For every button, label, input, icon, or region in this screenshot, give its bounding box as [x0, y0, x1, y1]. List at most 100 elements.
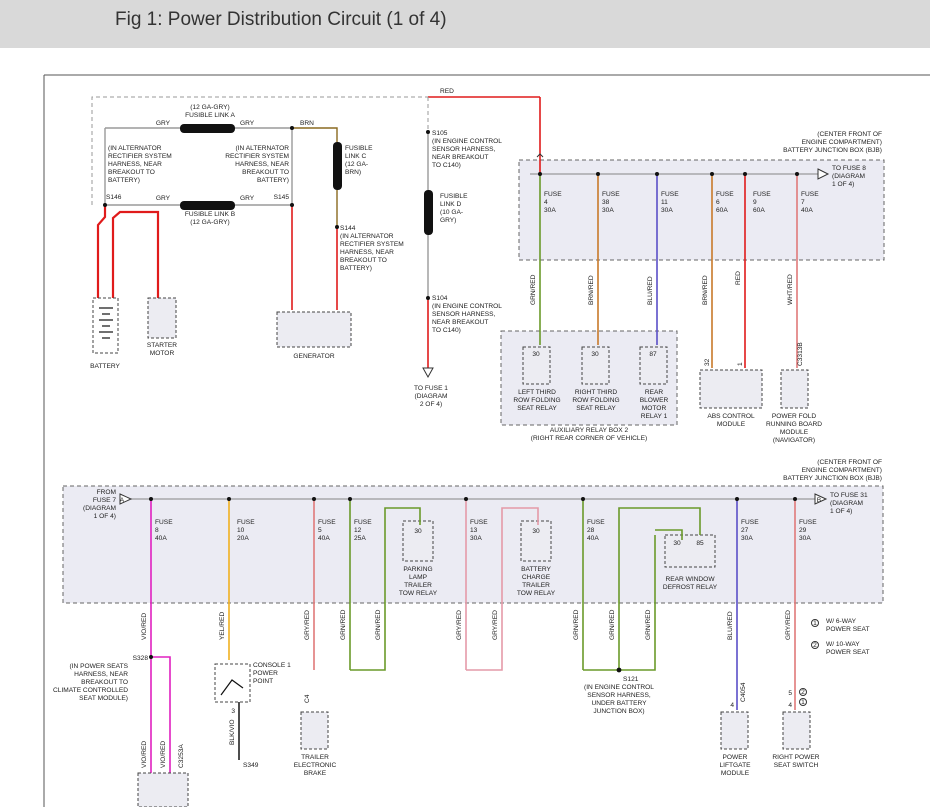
svg-text:30A: 30A: [470, 535, 482, 542]
lower-diagram: [62, 485, 884, 807]
svg-text:87: 87: [649, 351, 657, 358]
svg-text:NEAR BREAKOUT: NEAR BREAKOUT: [432, 319, 488, 326]
svg-text:C3313B: C3313B: [797, 342, 804, 366]
svg-text:CHARGE: CHARGE: [522, 574, 551, 581]
svg-text:1: 1: [813, 620, 817, 627]
diagram-frame: [43, 74, 930, 807]
svg-text:(IN ALTERNATOR: (IN ALTERNATOR: [340, 233, 394, 240]
svg-text:BATTERY JUNCTION BOX (BJB): BATTERY JUNCTION BOX (BJB): [783, 475, 882, 482]
svg-text:GRN/RED: GRN/RED: [530, 274, 537, 305]
svg-text:(DIAGRAM: (DIAGRAM: [415, 393, 448, 400]
svg-text:BLOWER: BLOWER: [640, 397, 669, 404]
page-title: Fig 1: Power Distribution Circuit (1 of …: [115, 9, 447, 30]
svg-text:4: 4: [730, 702, 734, 709]
svg-text:13: 13: [470, 527, 478, 534]
svg-text:FUSE: FUSE: [753, 191, 771, 198]
svg-text:RECTIFIER SYSTEM: RECTIFIER SYSTEM: [108, 153, 172, 160]
svg-text:RED: RED: [735, 271, 742, 285]
svg-text:30A: 30A: [799, 535, 811, 542]
svg-text:40A: 40A: [155, 535, 167, 542]
svg-text:(IN ALTERNATOR: (IN ALTERNATOR: [236, 145, 290, 152]
svg-text:FUSE: FUSE: [587, 519, 605, 526]
svg-text:40A: 40A: [318, 535, 330, 542]
svg-text:30A: 30A: [602, 207, 614, 214]
lower-labels: (CENTER FRONT OF ENGINE COMPARTMENT) BAT…: [53, 459, 882, 777]
svg-text:HARNESS, NEAR: HARNESS, NEAR: [340, 249, 394, 256]
svg-text:SENSOR HARNESS,: SENSOR HARNESS,: [432, 311, 496, 318]
svg-text:60A: 60A: [716, 207, 728, 214]
svg-text:(12 GA-GRY): (12 GA-GRY): [190, 219, 229, 226]
svg-text:C4: C4: [304, 694, 311, 703]
svg-text:FUSE: FUSE: [155, 519, 173, 526]
svg-text:LIFTGATE: LIFTGATE: [719, 762, 751, 769]
svg-text:RIGHT THIRD: RIGHT THIRD: [575, 389, 617, 396]
svg-text:11: 11: [661, 199, 668, 206]
svg-text:C4054: C4054: [740, 682, 747, 702]
svg-text:RIGHT POWER: RIGHT POWER: [772, 754, 819, 761]
svg-text:30: 30: [591, 351, 599, 358]
svg-text:30: 30: [532, 528, 540, 535]
svg-text:GRN/RED: GRN/RED: [375, 609, 382, 640]
svg-text:30: 30: [414, 528, 422, 535]
svg-text:(IN ALTERNATOR: (IN ALTERNATOR: [108, 145, 162, 152]
svg-text:S349: S349: [243, 762, 259, 769]
svg-text:BLU/RED: BLU/RED: [647, 276, 654, 305]
svg-text:FUSIBLE: FUSIBLE: [345, 145, 373, 152]
svg-text:TRAILER: TRAILER: [404, 582, 432, 589]
svg-text:FUSE: FUSE: [354, 519, 372, 526]
svg-text:POWER FOLD: POWER FOLD: [772, 413, 817, 420]
svg-text:TOW RELAY: TOW RELAY: [517, 590, 556, 597]
svg-text:VIO/RED: VIO/RED: [160, 741, 167, 768]
svg-text:(12 GA-: (12 GA-: [345, 161, 368, 168]
svg-text:FUSE: FUSE: [799, 519, 817, 526]
svg-text:MOTOR: MOTOR: [642, 405, 667, 412]
svg-text:25A: 25A: [354, 535, 366, 542]
svg-text:27: 27: [741, 527, 749, 534]
svg-text:BLU/RED: BLU/RED: [727, 611, 734, 640]
svg-text:ROW FOLDING: ROW FOLDING: [572, 397, 619, 404]
svg-text:MODULE: MODULE: [717, 421, 746, 428]
upper-labels: (12 GA-GRY) FUSIBLE LINK A GRY GRY BRN (…: [90, 88, 882, 408]
svg-text:LEFT THIRD: LEFT THIRD: [518, 389, 556, 396]
svg-text:BATTERY JUNCTION BOX (BJB): BATTERY JUNCTION BOX (BJB): [783, 147, 882, 154]
svg-text:1 OF 4): 1 OF 4): [832, 181, 854, 188]
svg-text:AUXILIARY RELAY BOX 2: AUXILIARY RELAY BOX 2: [550, 427, 629, 434]
svg-text:28: 28: [587, 527, 595, 534]
svg-text:FUSIBLE LINK A: FUSIBLE LINK A: [185, 112, 235, 119]
svg-text:4: 4: [544, 199, 548, 206]
svg-text:TRAILER: TRAILER: [522, 582, 550, 589]
svg-text:SEAT RELAY: SEAT RELAY: [517, 405, 557, 412]
svg-text:85: 85: [696, 540, 704, 547]
svg-text:BRN/RED: BRN/RED: [588, 275, 595, 305]
svg-text:BRN/RED: BRN/RED: [702, 275, 709, 305]
svg-text:(IN ENGINE CONTROL: (IN ENGINE CONTROL: [432, 303, 502, 310]
svg-text:POWER SEAT: POWER SEAT: [826, 626, 869, 633]
svg-text:TO FUSE 1: TO FUSE 1: [414, 385, 448, 392]
svg-text:(IN ENGINE CONTROL: (IN ENGINE CONTROL: [432, 138, 502, 145]
svg-text:RELAY 1: RELAY 1: [641, 413, 668, 420]
svg-text:BLK/VIO: BLK/VIO: [229, 719, 236, 745]
svg-text:40A: 40A: [587, 535, 599, 542]
svg-text:30A: 30A: [544, 207, 556, 214]
svg-text:7: 7: [801, 199, 805, 206]
svg-text:GRY: GRY: [240, 120, 255, 127]
svg-text:HARNESS, NEAR: HARNESS, NEAR: [235, 161, 289, 168]
svg-text:PARKING: PARKING: [403, 566, 432, 573]
svg-text:GRY: GRY: [156, 120, 171, 127]
svg-text:GRY/RED: GRY/RED: [456, 610, 463, 640]
svg-text:6: 6: [716, 199, 720, 206]
svg-text:38: 38: [602, 199, 610, 206]
svg-text:GRN/RED: GRN/RED: [609, 609, 616, 640]
svg-text:(CENTER FRONT OF: (CENTER FRONT OF: [817, 459, 882, 466]
svg-text:ELECTRONIC: ELECTRONIC: [294, 762, 337, 769]
svg-text:RED: RED: [440, 88, 454, 95]
svg-text:TO FUSE 8: TO FUSE 8: [832, 165, 866, 172]
svg-text:TOW RELAY: TOW RELAY: [399, 590, 438, 597]
svg-text:HARNESS, NEAR: HARNESS, NEAR: [74, 671, 128, 678]
